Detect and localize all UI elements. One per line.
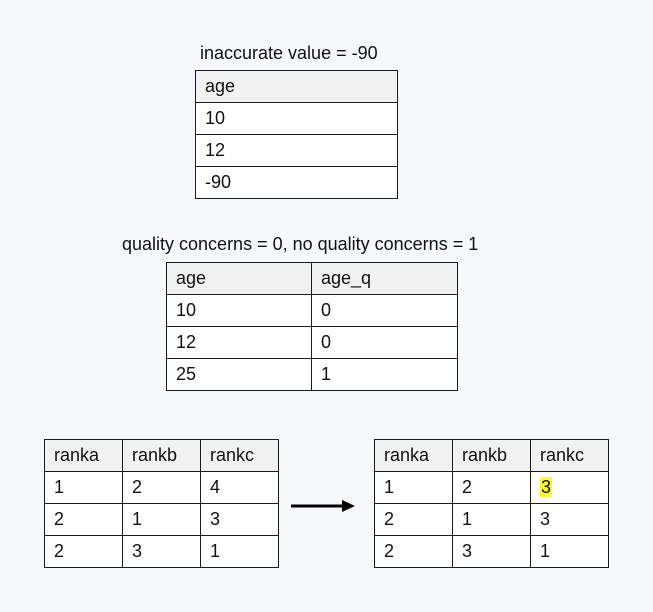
header-cell-rankb: rankb xyxy=(452,439,531,472)
table-cell: 3 xyxy=(452,535,531,568)
header-cell-age: age xyxy=(195,70,398,103)
table-header-row: ranka rankb rankc xyxy=(44,439,279,472)
table-cell: 1 xyxy=(452,503,531,536)
table-cell: 2 xyxy=(44,503,123,536)
table2-caption: quality concerns = 0, no quality concern… xyxy=(122,234,479,254)
header-cell-ranka: ranka xyxy=(44,439,123,472)
table-cell: 2 xyxy=(374,503,453,536)
header-cell-age-q: age_q xyxy=(311,262,458,295)
table-row: 25 1 xyxy=(166,358,458,391)
table-row: 10 0 xyxy=(166,294,458,327)
table-header-row: ranka rankb rankc xyxy=(374,439,609,472)
table-cell: 3 xyxy=(122,535,201,568)
table-row: 12 0 xyxy=(166,326,458,359)
table-header-row: age age_q xyxy=(166,262,458,295)
table-row: 12 xyxy=(195,134,398,167)
table-row: 10 xyxy=(195,102,398,135)
table-cell: 1 xyxy=(122,503,201,536)
table-cell: 3 xyxy=(200,503,279,536)
table-row: 2 3 1 xyxy=(374,535,609,568)
table-header-row: age xyxy=(195,70,398,103)
table-cell: 3 xyxy=(530,471,609,504)
table-cell: 1 xyxy=(530,535,609,568)
table-cell: 2 xyxy=(122,471,201,504)
table-row: 1 2 3 xyxy=(374,471,609,504)
table-cell: 25 xyxy=(166,358,312,391)
table-cell: 10 xyxy=(195,102,398,135)
header-cell-rankb: rankb xyxy=(122,439,201,472)
table-row: 2 1 3 xyxy=(44,503,279,536)
header-cell-rankc: rankc xyxy=(530,439,609,472)
arrow-right-icon xyxy=(291,500,355,512)
table-cell: 1 xyxy=(44,471,123,504)
table-cell: 2 xyxy=(374,535,453,568)
table-cell: 0 xyxy=(311,294,458,327)
age-table: age 10 12 -90 xyxy=(195,70,398,199)
table-row: 2 3 1 xyxy=(44,535,279,568)
table-cell: 3 xyxy=(530,503,609,536)
table-cell: 1 xyxy=(311,358,458,391)
highlighted-value: 3 xyxy=(540,477,553,497)
table-cell: 12 xyxy=(195,134,398,167)
header-cell-rankc: rankc xyxy=(200,439,279,472)
table-row: 2 1 3 xyxy=(374,503,609,536)
table-cell: 2 xyxy=(452,471,531,504)
table-cell: 1 xyxy=(374,471,453,504)
table-cell: 4 xyxy=(200,471,279,504)
table-row: -90 xyxy=(195,166,398,199)
header-cell-age: age xyxy=(166,262,312,295)
table-cell: 10 xyxy=(166,294,312,327)
table-cell: -90 xyxy=(195,166,398,199)
table-cell: 2 xyxy=(44,535,123,568)
header-cell-ranka: ranka xyxy=(374,439,453,472)
rank-table-before: ranka rankb rankc 1 2 4 2 1 3 2 3 1 xyxy=(44,439,279,568)
table1-caption: inaccurate value = -90 xyxy=(200,43,378,63)
age-quality-table: age age_q 10 0 12 0 25 1 xyxy=(166,262,458,391)
table-cell: 0 xyxy=(311,326,458,359)
table-cell: 12 xyxy=(166,326,312,359)
rank-table-after: ranka rankb rankc 1 2 3 2 1 3 2 3 1 xyxy=(374,439,609,568)
table-row: 1 2 4 xyxy=(44,471,279,504)
table-cell: 1 xyxy=(200,535,279,568)
